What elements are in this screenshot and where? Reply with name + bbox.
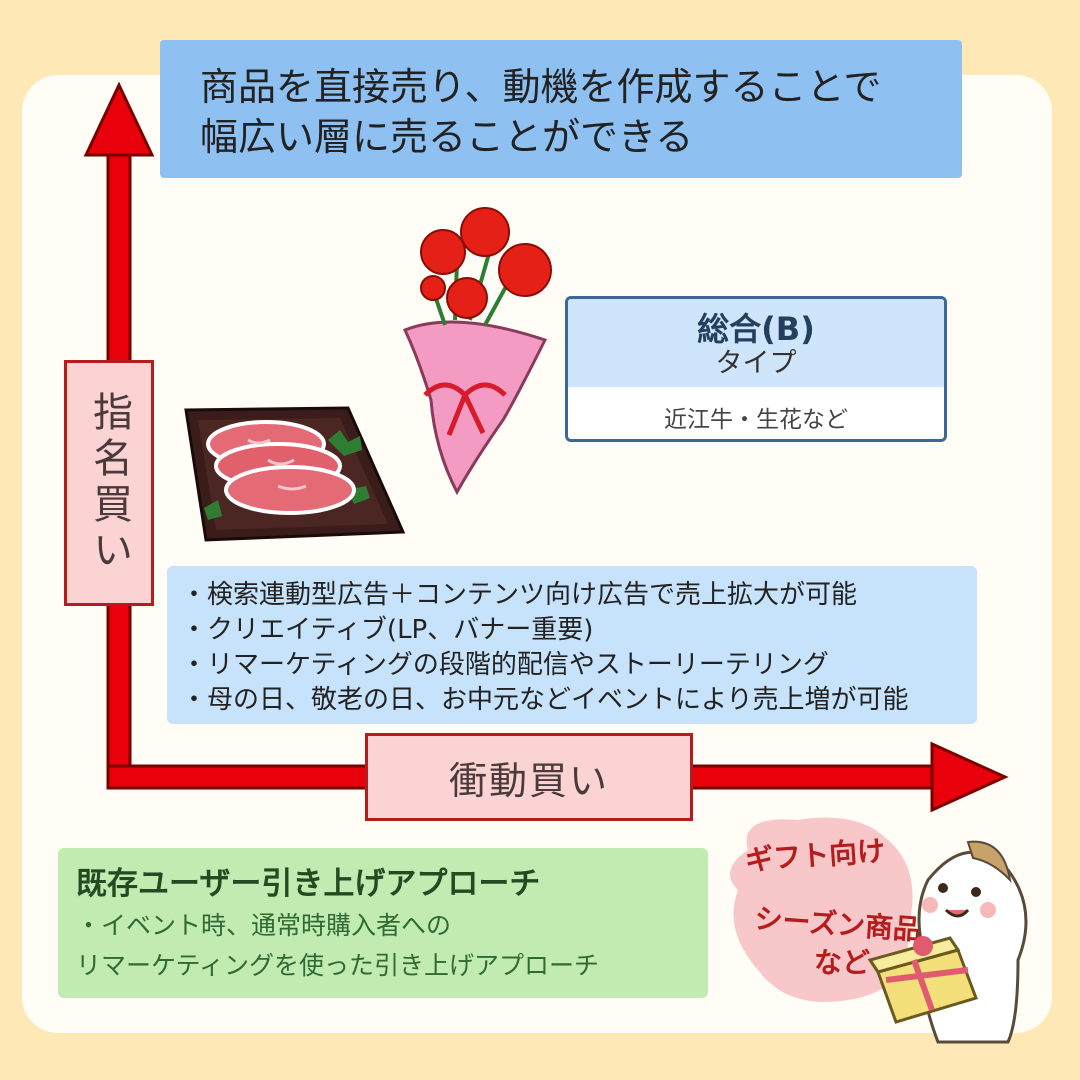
headline-line-1: 商品を直接売り、動機を作成することで: [200, 65, 882, 109]
headline-box: 商品を直接売り、動機を作成することで 幅広い層に売ることができる: [160, 40, 962, 178]
type-examples: 近江牛・生花など: [664, 407, 848, 433]
approach-line-2: リマーケティングを使った引き上げアプローチ: [76, 951, 600, 980]
gift-line-3: など: [814, 946, 870, 979]
approach-line-1: ・イベント時、通常時購入者への: [76, 911, 452, 940]
bullet-item: ・母の日、敬老の日、お中元などイベントにより売上増が可能: [181, 685, 909, 715]
carnation-bouquet-illustration: [402, 207, 552, 496]
approach-title: 既存ユーザー引き上げアプローチ: [76, 866, 541, 902]
bullet-item: ・クリエイティブ(LP、バナー重要): [181, 615, 594, 645]
headline-line-2: 幅広い層に売ることができる: [200, 115, 694, 159]
type-box-header: 総合(B) タイプ: [568, 299, 944, 387]
approach-box: 既存ユーザー引き上げアプローチ ・イベント時、通常時購入者への リマーケティング…: [58, 848, 708, 998]
feature-bullets: ・検索連動型広告＋コンテンツ向け広告で売上拡大が可能 ・クリエイティブ(LP、バ…: [167, 566, 977, 724]
bullet-item: ・検索連動型広告＋コンテンツ向け広告で売上拡大が可能: [181, 580, 858, 610]
vertical-axis-label: 指名買い: [64, 360, 154, 606]
type-box: 総合(B) タイプ 近江牛・生花など: [565, 296, 947, 442]
bullet-item: ・リマーケティングの段階的配信やストーリーテリング: [181, 650, 829, 680]
horizontal-axis-label: 衝動買い: [365, 733, 693, 821]
beef-illustration: [184, 406, 406, 542]
gift-character-illustration: ギフト向け シーズン商品 など: [730, 817, 1028, 1044]
type-title: 総合(B): [697, 310, 815, 348]
type-subtitle: タイプ: [715, 348, 797, 379]
